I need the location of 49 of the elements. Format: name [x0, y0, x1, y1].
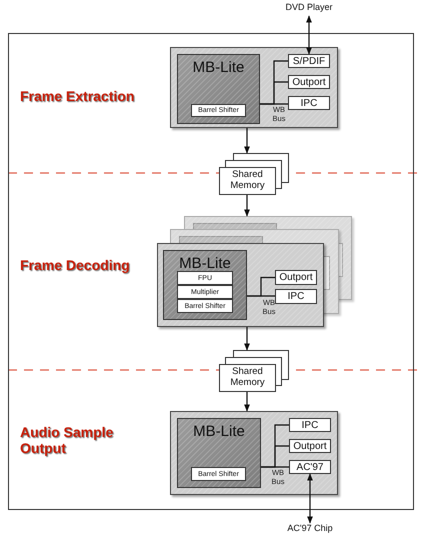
arrow — [244, 195, 250, 217]
hardware-unit — [177, 285, 233, 299]
peripheral-box — [289, 439, 331, 453]
peripheral-box — [289, 460, 331, 474]
shared-memory-stack — [219, 153, 289, 195]
box-label: Outport — [292, 76, 326, 88]
core-title: MB-Lite — [192, 423, 246, 440]
bus-line — [260, 103, 288, 105]
core-title: MB-Lite — [178, 255, 232, 272]
box-label: S/PDIF — [292, 56, 326, 66]
hardware-unit — [177, 299, 233, 313]
box-label: Outport — [293, 440, 327, 452]
bus-line — [261, 466, 289, 468]
processor-stack — [157, 216, 352, 327]
peripheral-box — [275, 270, 317, 285]
processor-core — [177, 418, 261, 488]
box-label: Outport — [279, 272, 313, 283]
processor-core — [163, 250, 247, 320]
memory-label: Shared Memory — [229, 170, 266, 192]
stage-label: Frame Decoding — [20, 257, 131, 274]
arrow — [306, 15, 312, 55]
processor-tile — [170, 411, 338, 495]
core-title: MB-Lite — [192, 59, 246, 76]
stage-label: Audio Sample Output — [20, 424, 114, 456]
peripheral-box — [288, 96, 330, 110]
peripheral-box — [288, 54, 330, 68]
fpga-board — [8, 33, 414, 510]
hardware-unit — [191, 467, 246, 481]
arrow — [307, 473, 313, 524]
processor-tile — [170, 47, 338, 128]
bus-line — [247, 295, 275, 297]
shared-memory-stack — [219, 350, 289, 392]
processor-core — [177, 54, 260, 124]
box-label: IPC — [288, 291, 304, 302]
arrow — [244, 327, 250, 351]
stage-label: Frame Extraction — [20, 88, 136, 104]
box-label: IPC — [302, 420, 318, 430]
peripheral-box — [288, 75, 330, 89]
arrow — [244, 392, 250, 412]
peripheral-box — [289, 418, 331, 432]
device-label: DVD Player — [270, 2, 348, 16]
peripheral-box — [275, 289, 317, 304]
device-label: AC'97 Chip — [276, 523, 344, 537]
arrow — [244, 128, 250, 154]
box-label: IPC — [300, 98, 318, 108]
memory-label: Shared Memory — [229, 367, 266, 389]
box-label: AC'97 — [296, 462, 324, 472]
hardware-unit — [177, 271, 233, 285]
hardware-unit — [191, 104, 246, 117]
